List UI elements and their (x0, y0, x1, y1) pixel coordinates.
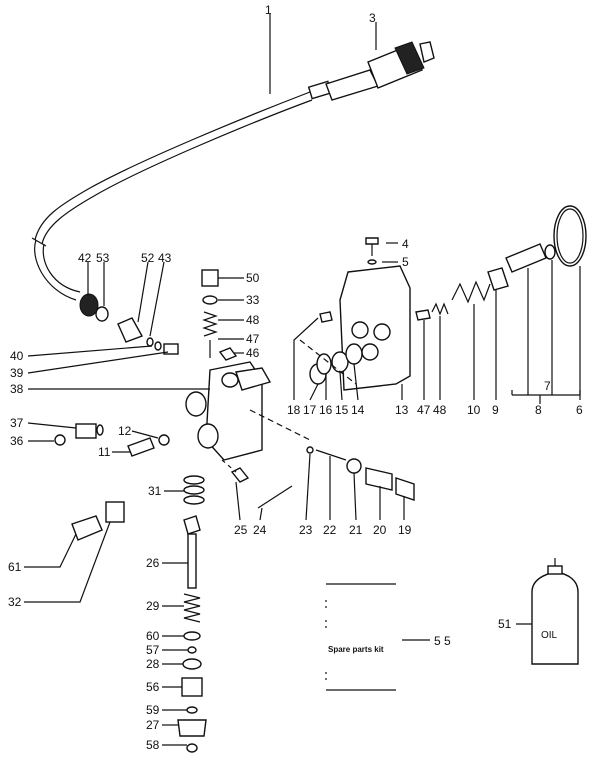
fitting-37-part (75, 423, 97, 439)
plug-50-part (201, 269, 219, 287)
ring-36-part (54, 434, 66, 446)
ring-6-part (553, 205, 587, 267)
nut-32-part (105, 501, 125, 523)
callout-56: 56 (146, 680, 160, 694)
callout-61: 61 (8, 560, 22, 574)
oil-label: OIL (541, 630, 558, 641)
callout-42: 42 (78, 251, 92, 265)
ring-40-part (154, 341, 162, 351)
fitting-61-part (71, 515, 103, 541)
callout-24: 24 (253, 523, 267, 537)
piston-26-part (187, 533, 197, 589)
callout-12: 12 (118, 424, 132, 438)
callout-14: 14 (351, 403, 365, 417)
callout-11: 11 (98, 445, 111, 459)
callout-10: 10 (467, 403, 481, 417)
callout-5: 5 (402, 255, 409, 269)
callout-4: 4 (402, 237, 409, 251)
callout-8: 8 (535, 403, 542, 417)
callout-43: 43 (158, 251, 172, 265)
callout-7: 7 (544, 379, 551, 393)
callout-3: 3 (369, 11, 376, 25)
callout-6: 6 (576, 403, 583, 417)
callout-36: 36 (10, 434, 24, 448)
callout-53: 53 (96, 251, 110, 265)
callout-51: 51 (498, 617, 512, 631)
callout-31: 31 (148, 484, 162, 498)
callout-32: 32 (8, 595, 22, 609)
hose-part (34, 91, 311, 241)
plate-13-part (339, 265, 411, 391)
nipple-39-part (163, 343, 179, 355)
callout-47-left: 47 (246, 332, 260, 346)
coupler-42-part (79, 293, 99, 317)
callout-39: 39 (10, 366, 24, 380)
callout-57: 57 (146, 643, 160, 657)
pump-body (185, 361, 272, 461)
kit-label: Spare parts kit (328, 645, 384, 654)
callout-40: 40 (10, 349, 24, 363)
callout-58: 58 (146, 738, 160, 752)
callout-25: 25 (234, 523, 248, 537)
leader-lines (24, 14, 581, 746)
callout-15: 15 (335, 403, 349, 417)
oring-43-part (146, 337, 154, 347)
spare-parts-kit-box: Spare parts kit (325, 583, 396, 691)
callout-16: 16 (319, 403, 333, 417)
callout-47-right: 47 (417, 403, 431, 417)
callout-1: 1 (265, 3, 272, 17)
callout-numbers: 1 3 4 5 42 53 52 43 50 33 48 47 46 40 39… (8, 3, 583, 752)
callout-29: 29 (146, 599, 160, 613)
callout-50: 50 (246, 271, 260, 285)
callout-28: 28 (146, 657, 160, 671)
callout-23: 23 (299, 523, 313, 537)
spring-10-part (451, 280, 491, 304)
callout-26: 26 (146, 556, 160, 570)
callout-19: 19 (398, 523, 412, 537)
callout-20: 20 (373, 523, 387, 537)
spring-48-part (202, 311, 218, 337)
oil-can-part: OIL (531, 558, 579, 665)
callout-17: 17 (303, 403, 317, 417)
ring-12-part (158, 434, 170, 446)
callout-55: 5 5 (434, 634, 451, 648)
callout-13: 13 (395, 403, 409, 417)
callout-60: 60 (146, 629, 160, 643)
ring-53-part (95, 306, 109, 322)
valve-46-part (218, 347, 238, 361)
callout-33: 33 (246, 293, 260, 307)
jet-11-part (127, 437, 155, 457)
callout-9: 9 (492, 403, 499, 417)
callout-46: 46 (246, 346, 260, 360)
callout-22: 22 (323, 523, 337, 537)
nozzle-52-part (117, 317, 144, 343)
washer-33-part (202, 295, 218, 305)
callout-52: 52 (141, 251, 155, 265)
valve-seat-56-part (181, 677, 203, 697)
cap-27-part (177, 719, 207, 737)
callout-38: 38 (10, 382, 24, 396)
callout-48-right: 48 (433, 403, 447, 417)
callout-21: 21 (349, 523, 363, 537)
callout-18: 18 (287, 403, 301, 417)
callout-27: 27 (146, 718, 160, 732)
callout-37: 37 (10, 416, 24, 430)
spring-29-part (183, 593, 201, 623)
lance-handle-part (307, 41, 435, 101)
callout-59: 59 (146, 703, 160, 717)
callout-48-left: 48 (246, 313, 260, 327)
